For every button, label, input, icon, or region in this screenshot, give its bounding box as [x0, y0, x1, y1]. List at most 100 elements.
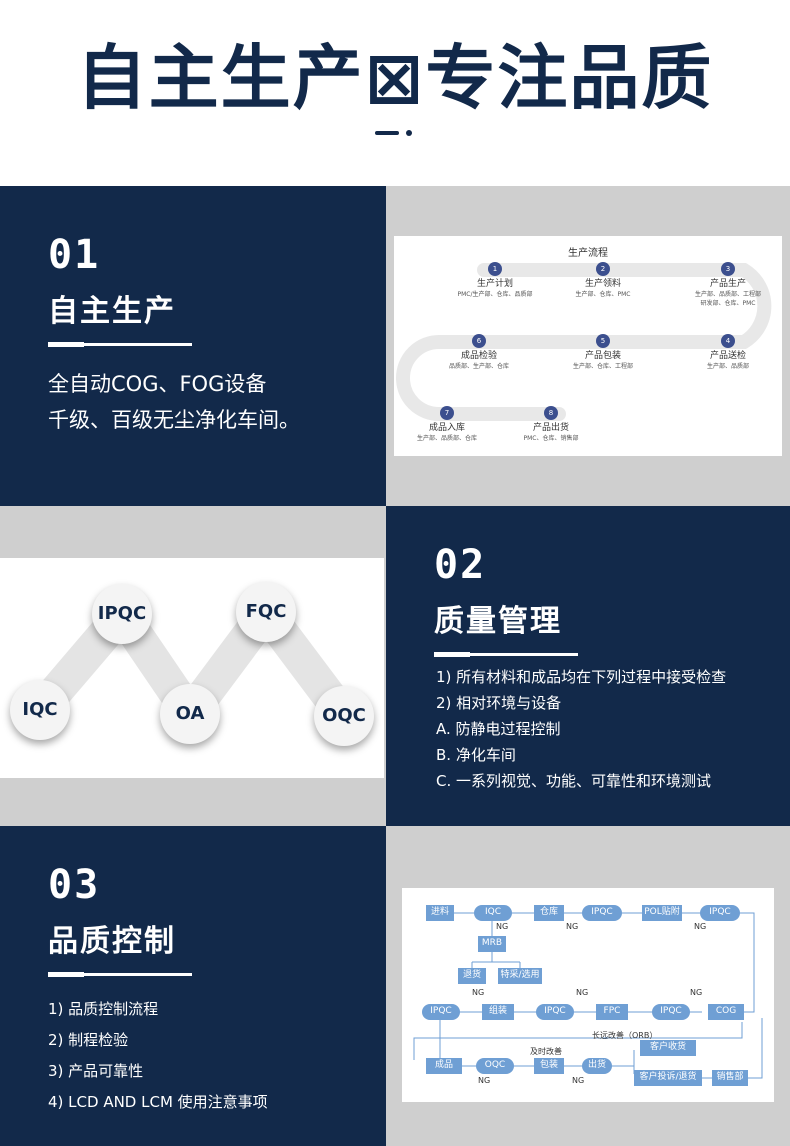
step-label: 产品送检 — [709, 351, 746, 361]
box-warehouse: 仓库 — [534, 905, 564, 921]
section3-line-2: 2) 制程检验 — [48, 1031, 129, 1049]
flow-step-2: 2 生产领料 生产部、仓库、PMC — [558, 262, 648, 298]
section3-text: 1) 品质控制流程 2) 制程检验 3) 产品可靠性 4) LCD AND LC… — [48, 994, 268, 1118]
ng-label: NG — [472, 988, 485, 997]
flow-step-5: 5 产品包装 生产部、仓库、工程部 — [558, 334, 648, 370]
section2-title: 质量管理 — [434, 604, 562, 639]
improve-label: 长远改善（ORB） — [592, 1031, 658, 1040]
production-flow-diagram: 生产流程 1 生产计划 PMC/生产部、仓库、品质部 2 生产领料 生产部、仓库… — [394, 236, 782, 456]
step-label: 生产计划 — [476, 279, 513, 289]
section1-diagram-bg: 生产流程 1 生产计划 PMC/生产部、仓库、品质部 2 生产领料 生产部、仓库… — [386, 186, 790, 506]
box-special: 特采/选用 — [498, 968, 542, 984]
box-packing: 包装 — [534, 1058, 564, 1074]
diamond-ship: 出货 — [582, 1058, 612, 1074]
step-number: 7 — [440, 406, 454, 420]
section3-line-1: 1) 品质控制流程 — [48, 1000, 159, 1018]
node-ipqc: IPQC — [92, 584, 152, 644]
step-label: 成品检验 — [460, 351, 497, 361]
box-sales: 销售部 — [712, 1070, 748, 1086]
diamond-iqc: IQC — [474, 905, 512, 921]
step-label: 产品出货 — [532, 423, 569, 433]
box-incoming: 进料 — [426, 905, 454, 921]
flow-step-8: 8 产品出货 PMC、仓库、销售部 — [506, 406, 596, 442]
step-number: 6 — [472, 334, 486, 348]
section2-number: 02 — [434, 542, 487, 588]
step-sub: 生产部、品质部、仓库 — [416, 435, 477, 442]
ng-label: NG — [694, 922, 707, 931]
section1-line-1: 全自动COG、FOG设备 — [48, 372, 267, 396]
section2-panel: 02 质量管理 1) 所有材料和成品均在下列过程中接受检查 2) 相对环境与设备… — [386, 506, 790, 826]
section2-line-1: 1) 所有材料和成品均在下列过程中接受检查 — [436, 668, 727, 686]
box-customer-receive: 客户收货 — [640, 1040, 696, 1056]
section2-diagram-bg: IPQC FQC IQC OA OQC — [0, 506, 386, 826]
box-fpc: FPC — [596, 1004, 628, 1020]
box-mrb: MRB — [478, 936, 506, 952]
box-customer-complaint: 客户投诉/退货 — [634, 1070, 702, 1086]
flow-step-6: 6 成品检验 品质部、生产部、仓库 — [434, 334, 524, 370]
step-sub: 生产部、仓库、PMC — [575, 291, 631, 298]
node-oqc: OQC — [314, 686, 374, 746]
section2-line-3: A. 防静电过程控制 — [436, 720, 561, 738]
node-fqc: FQC — [236, 582, 296, 642]
section3-line-3: 3) 产品可靠性 — [48, 1062, 144, 1080]
box-cog: COG — [708, 1004, 744, 1020]
step-sub: PMC、仓库、销售部 — [523, 435, 579, 442]
section3-number: 03 — [48, 862, 101, 908]
ng-label: NG — [572, 1076, 585, 1085]
flow-title: 生产流程 — [568, 248, 608, 259]
title-dot — [406, 130, 412, 136]
step-label: 生产领料 — [584, 279, 621, 289]
title-underline — [375, 131, 399, 135]
diamond-ipqc-4: IPQC — [536, 1004, 574, 1020]
step-sub: 生产部、仓库、工程部 — [572, 363, 633, 370]
section2-line-2: 2) 相对环境与设备 — [436, 694, 562, 712]
diamond-ipqc-1: IPQC — [582, 905, 622, 921]
section2-line-5: C. 一系列视觉、功能、可靠性和环境测试 — [436, 772, 712, 790]
box-assembly: 组装 — [482, 1004, 514, 1020]
node-iqc: IQC — [10, 680, 70, 740]
ng-label: NG — [496, 922, 509, 931]
flow-step-1: 1 生产计划 PMC/生产部、仓库、品质部 — [450, 262, 540, 298]
step-sub: 生产部、品质部、工程部 — [694, 291, 761, 298]
diamond-oqc: OQC — [476, 1058, 514, 1074]
section3-title: 品质控制 — [48, 924, 176, 959]
section3-panel: 03 品质控制 1) 品质控制流程 2) 制程检验 3) 产品可靠性 4) LC… — [0, 826, 386, 1146]
step-number: 3 — [721, 262, 735, 276]
step-number: 5 — [596, 334, 610, 348]
section3-divider — [48, 972, 192, 977]
step-label: 产品包装 — [584, 351, 621, 361]
section1-line-2: 千级、百级无尘净化车间。 — [48, 408, 300, 432]
step-number: 8 — [544, 406, 558, 420]
ng-label: NG — [478, 1076, 491, 1085]
step-sub: 生产部、品质部 — [706, 363, 749, 370]
section2-divider — [434, 652, 578, 657]
step-sub: PMC/生产部、仓库、品质部 — [457, 291, 533, 298]
section2-line-4: B. 净化车间 — [436, 746, 516, 764]
section1-panel: 01 自主生产 全自动COG、FOG设备 千级、百级无尘净化车间。 — [0, 186, 386, 506]
box-finished: 成品 — [426, 1058, 462, 1074]
section2-text: 1) 所有材料和成品均在下列过程中接受检查 2) 相对环境与设备 A. 防静电过… — [436, 664, 726, 794]
qc-connector-band — [27, 595, 358, 731]
box-return: 退货 — [458, 968, 486, 984]
section1-title: 自主生产 — [48, 294, 176, 329]
ng-label: NG — [566, 922, 579, 931]
section3-diagram-bg: 进料 IQC 仓库 IPQC POL贴附 IPQC NG NG NG MRB 退… — [386, 826, 790, 1146]
flow-step-3: 3 产品生产 生产部、品质部、工程部 研发部、仓库、PMC — [678, 262, 778, 307]
qc-flowchart: 进料 IQC 仓库 IPQC POL贴附 IPQC NG NG NG MRB 退… — [402, 888, 774, 1102]
timely-label: 及时改善 — [530, 1047, 562, 1056]
ng-label: NG — [690, 988, 703, 997]
diamond-ipqc-3: IPQC — [422, 1004, 460, 1020]
flow-step-4: 4 产品送检 生产部、品质部 — [678, 334, 778, 370]
diamond-ipqc-2: IPQC — [700, 905, 740, 921]
step-sub: 品质部、生产部、仓库 — [448, 363, 509, 370]
section1-text: 全自动COG、FOG设备 千级、百级无尘净化车间。 — [48, 366, 300, 438]
node-oa: OA — [160, 684, 220, 744]
step-number: 4 — [721, 334, 735, 348]
box-pol: POL贴附 — [642, 905, 682, 921]
step-label: 产品生产 — [709, 279, 746, 289]
step-sub-2: 研发部、仓库、PMC — [700, 300, 756, 307]
diamond-ipqc-5: IPQC — [652, 1004, 690, 1020]
page-title: 自主生产⊠专注品质 — [76, 37, 714, 119]
ng-label: NG — [576, 988, 589, 997]
section1-number: 01 — [48, 232, 101, 278]
